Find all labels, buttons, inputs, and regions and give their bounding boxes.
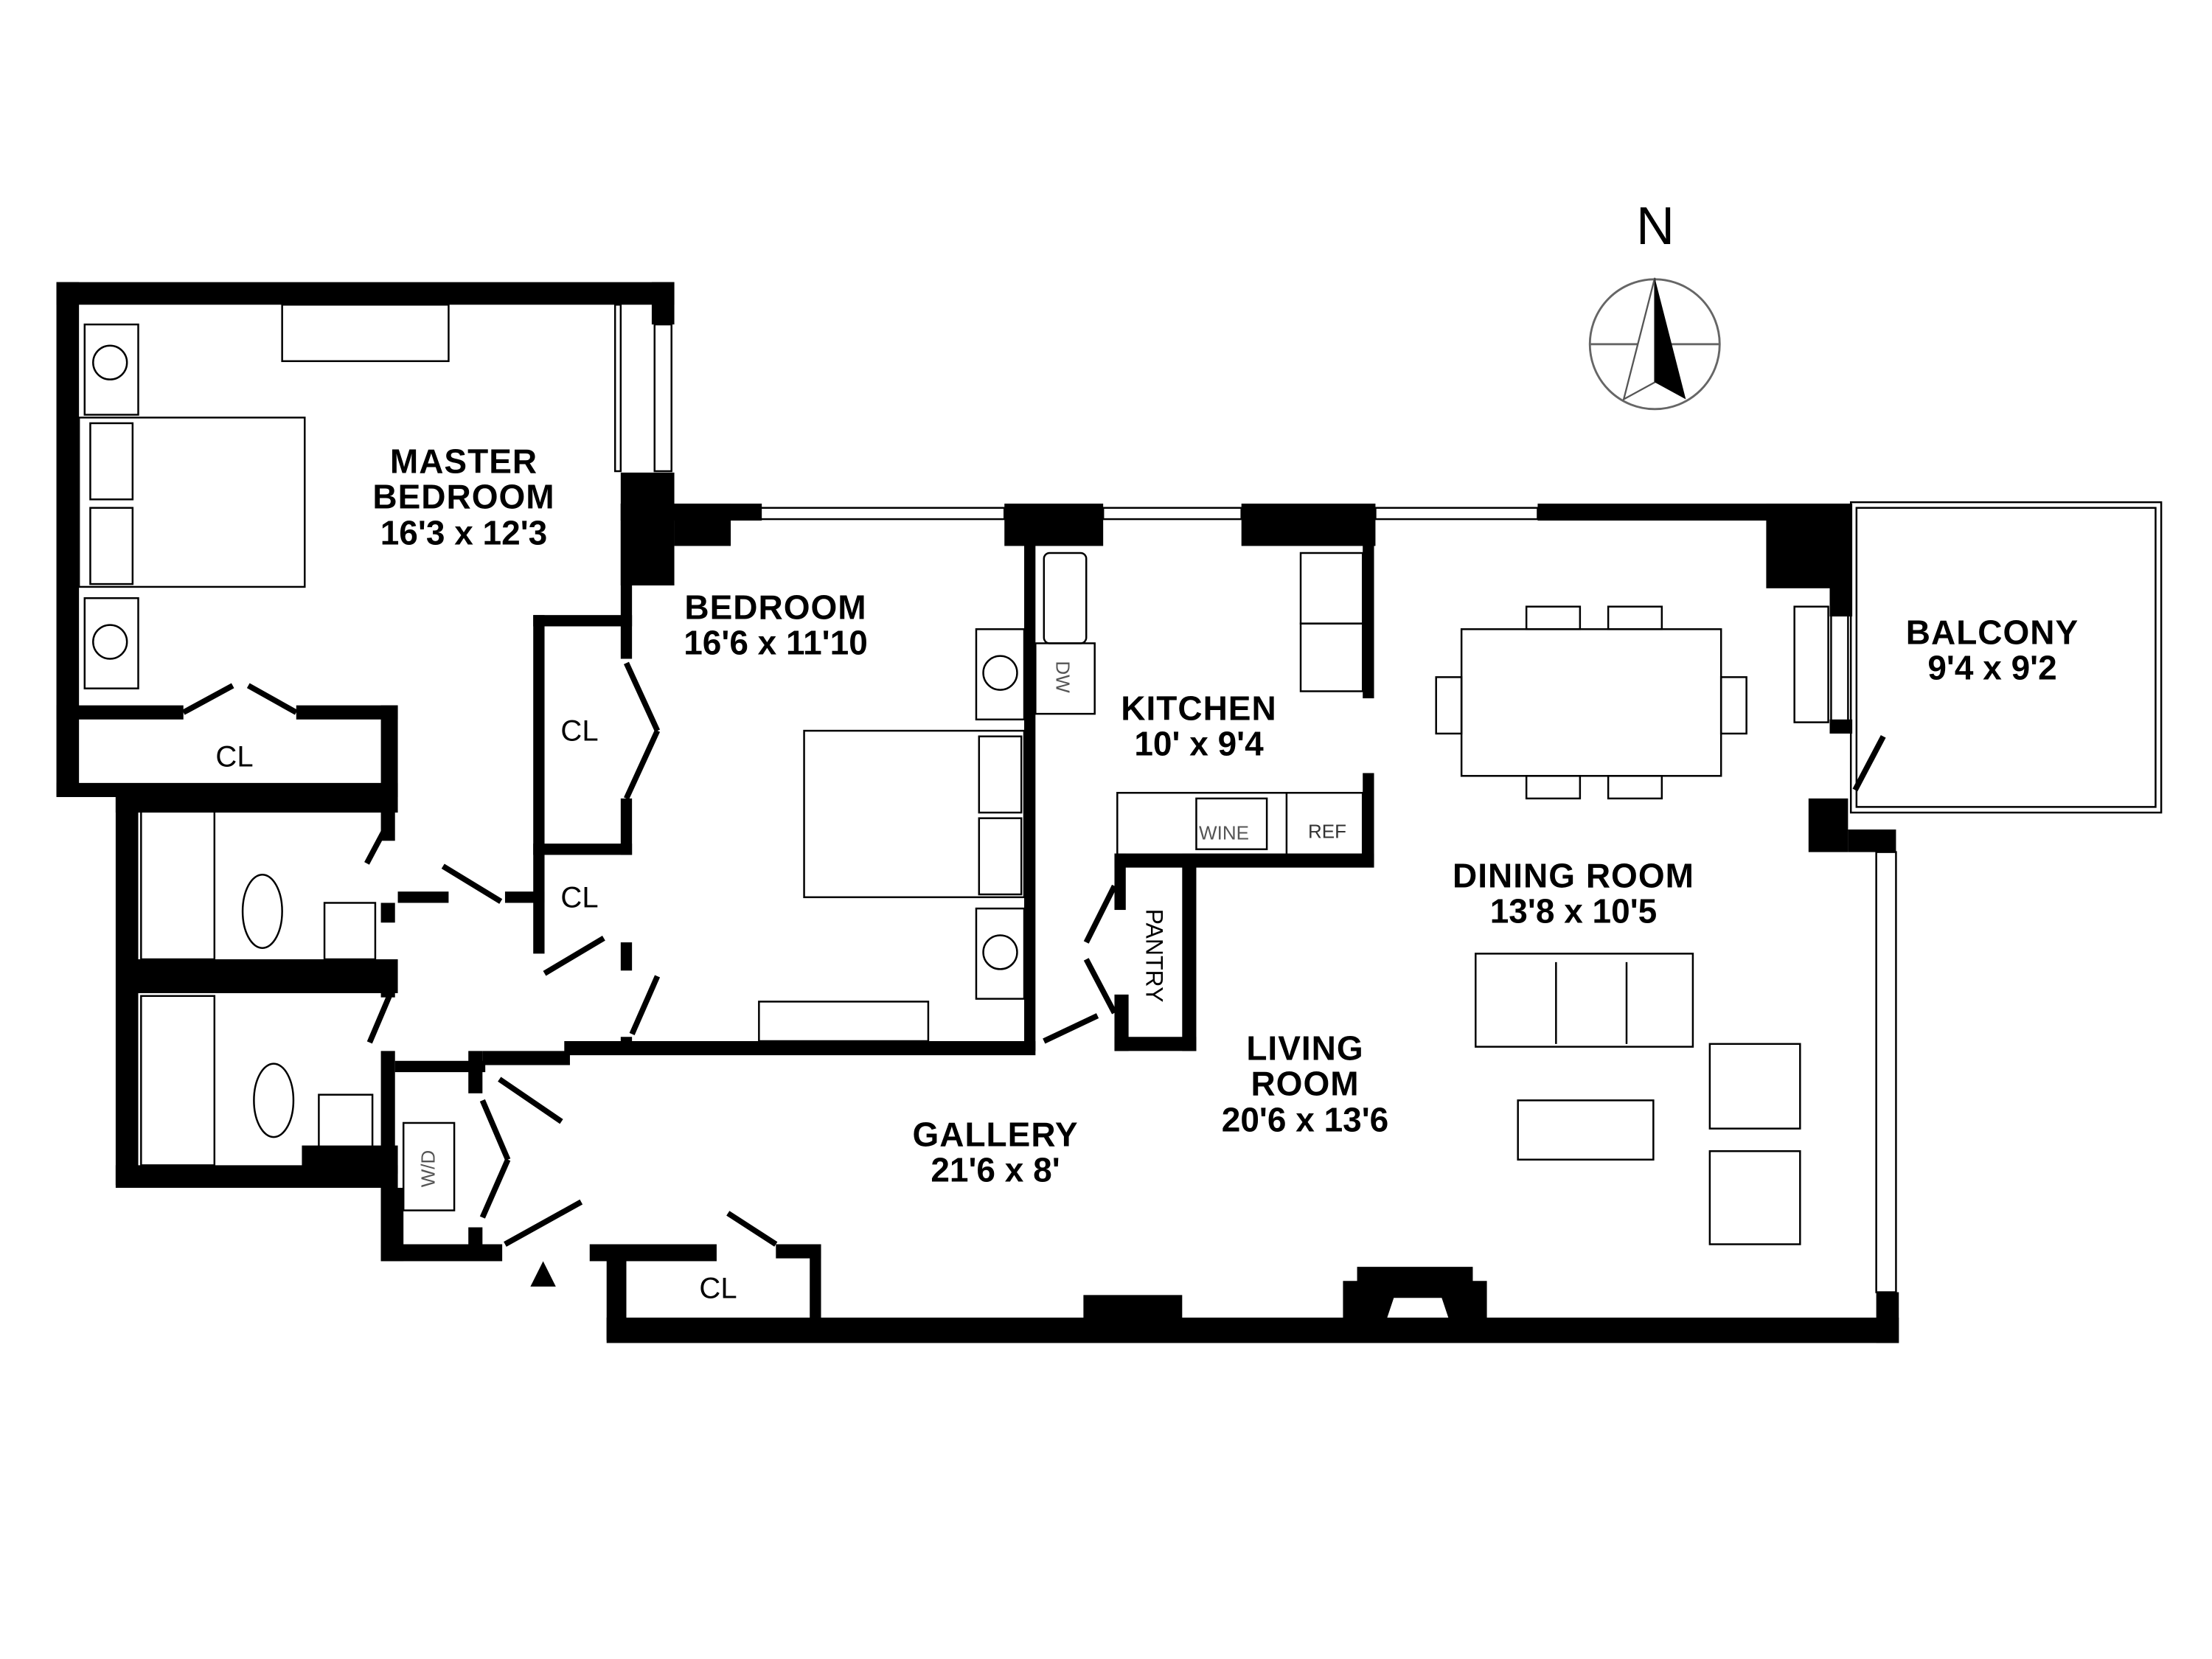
entry-triangle-icon xyxy=(530,1261,556,1287)
closet-label-master: CL xyxy=(215,740,254,773)
compass xyxy=(1588,277,1721,411)
fixtures-furniture xyxy=(77,304,2163,1293)
closet-label-hall: CL xyxy=(560,881,599,914)
room-label-dining-room: DINING ROOM 13'8 x 10'5 xyxy=(1453,856,1694,931)
room-label-gallery: GALLERY 21'6 x 8' xyxy=(912,1115,1079,1189)
room-label-balcony: BALCONY 9'4 x 9'2 xyxy=(1905,613,2079,687)
closet-label-gallery: CL xyxy=(699,1272,737,1305)
room-label-bedroom: BEDROOM 16'6 x 11'10 xyxy=(684,588,868,662)
pantry-label: PANTRY xyxy=(1141,908,1168,1003)
wine-fridge-label: WINE xyxy=(1199,821,1249,844)
dishwasher-label: DW xyxy=(1051,661,1074,693)
compass-north-label: N xyxy=(1636,197,1674,256)
door-leaves xyxy=(181,661,1886,1247)
walls xyxy=(56,282,1899,1343)
room-label-living-room: LIVING ROOM 20'6 x 13'6 xyxy=(1221,1029,1389,1139)
room-label-master-bedroom: MASTER BEDROOM 16'3 x 12'3 xyxy=(372,442,555,552)
room-label-kitchen: KITCHEN 10' x 9'4 xyxy=(1121,689,1277,763)
washer-dryer-label: W/D xyxy=(417,1150,439,1188)
refrigerator-label: REF xyxy=(1308,820,1346,843)
closet-label-bedroom: CL xyxy=(560,714,599,748)
